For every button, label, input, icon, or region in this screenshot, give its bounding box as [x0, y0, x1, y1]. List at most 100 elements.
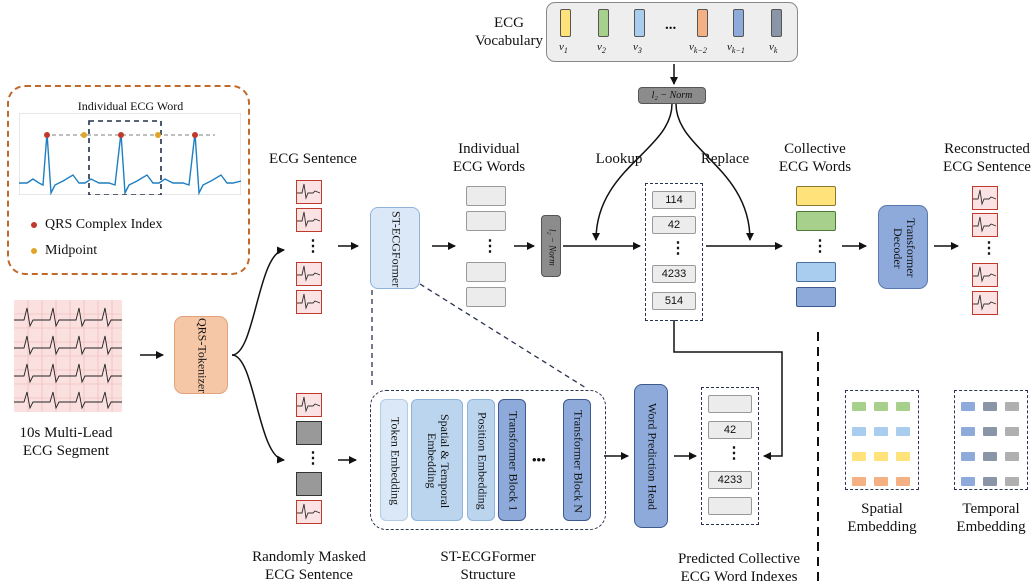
embedding-cell: [983, 427, 997, 436]
embedding-cell: [852, 477, 866, 486]
block-transformer-1: Transformer Block 1: [498, 399, 526, 521]
legend-midpoint: Midpoint: [31, 243, 97, 259]
legend-midpoint-dot: [31, 247, 37, 254]
vocab-item-k: [771, 9, 782, 37]
predicted-token-42: 42: [708, 421, 752, 439]
block-spatial-temporal-label: Spatial & Temporal Embedding: [425, 413, 452, 509]
masked-thumb-1: [296, 393, 322, 417]
inset-title: Individual ECG Word: [77, 99, 184, 113]
embedding-cell: [961, 477, 975, 486]
spatial-embedding-panel: [845, 390, 919, 490]
st-ecgformer-label: ST-ECGFormer: [389, 210, 404, 288]
word-prediction-head-label: Word Prediction Head: [645, 403, 660, 511]
transformer-decoder: Transformer Decoder: [878, 205, 928, 289]
sentence-thumb-4: [296, 290, 322, 314]
block-token-embedding-label: Token Embedding: [388, 416, 403, 506]
masked-ellipsis: ⋮: [305, 450, 321, 467]
predicted-ellipsis: ⋮: [726, 445, 742, 462]
ecg-sentence-label: ECG Sentence: [269, 151, 357, 167]
embedding-cell: [961, 452, 975, 461]
vocab-sub-k-2: vk−2: [689, 41, 707, 56]
embedding-cell: [983, 477, 997, 486]
individual-word-3: [466, 262, 506, 282]
structure-panel: [370, 390, 606, 530]
index-ellipsis: ⋮: [670, 240, 686, 257]
index-token-42: 42: [652, 216, 696, 234]
individual-words-ellipsis: ⋮: [482, 238, 498, 255]
vocab-item-k-1: [733, 9, 744, 37]
embedding-cell: [1005, 477, 1019, 486]
vocab-sub-3: v3: [633, 41, 642, 56]
norm-middle-label: l₂ − Norm: [547, 228, 558, 266]
embedding-cell: [852, 402, 866, 411]
sentence-ellipsis: ⋮: [305, 238, 321, 255]
block-position-embedding-label: Position Embedding: [475, 412, 490, 510]
arrow-replace-curve: [675, 103, 754, 241]
block-transformer-1-label: Transformer Block 1: [506, 410, 521, 512]
embedding-cell: [874, 452, 888, 461]
zoom-line-right: [419, 283, 587, 389]
embedding-cell: [1005, 452, 1019, 461]
predicted-token-4: [708, 497, 752, 515]
inset-ecg-trace: [19, 113, 241, 195]
embedding-cell: [852, 427, 866, 436]
multi-lead-ecg-image: [14, 300, 122, 412]
predicted-token-panel: [701, 387, 759, 525]
masked-thumb-3: [296, 472, 322, 496]
embedding-cell: [1005, 402, 1019, 411]
block-transformer-n: Transformer Block N: [563, 399, 591, 521]
sentence-thumb-1: [296, 180, 322, 204]
sentence-thumb-3: [296, 262, 322, 286]
vocab-item-2: [598, 9, 609, 37]
masked-thumb-4: [296, 500, 322, 524]
tokenizer-label: QRS-Tokenizer: [195, 318, 210, 394]
index-token-514: 514: [652, 292, 696, 310]
lookup-label: Lookup: [595, 151, 643, 167]
embedding-cell: [983, 452, 997, 461]
collective-word-yellow: [796, 186, 836, 206]
recon-thumb-1: [972, 186, 998, 210]
replace-label: Replace: [700, 151, 750, 167]
recon-thumb-2: [972, 213, 998, 237]
ecg-word-inset: Individual ECG Word QRS Complex Index Mi…: [7, 85, 250, 275]
qrs-tokenizer: QRS-Tokenizer: [174, 316, 228, 394]
embedding-cell: [896, 452, 910, 461]
temporal-embedding-panel: [954, 390, 1028, 490]
predicted-token-4233: 4233: [708, 471, 752, 489]
block-position-embedding: Position Embedding: [467, 399, 495, 521]
vocab-item-k-2: [697, 9, 708, 37]
sentence-thumb-2: [296, 208, 322, 232]
vocab-sub-k-1: vk−1: [727, 41, 745, 56]
collective-word-green: [796, 211, 836, 231]
vocab-sub-2: v2: [597, 41, 606, 56]
arrow-tokenizer-to-sentence: [231, 246, 285, 356]
embedding-cell: [961, 402, 975, 411]
recon-ellipsis: ⋮: [981, 240, 997, 257]
recon-thumb-3: [972, 263, 998, 287]
vocab-sub-1: v1: [559, 41, 568, 56]
vocabulary-panel: ... v1 v2 v3 vk−2 vk−1 vk: [546, 2, 798, 62]
block-transformer-n-label: Transformer Block N: [571, 409, 586, 513]
word-prediction-head: Word Prediction Head: [634, 384, 668, 528]
masked-thumb-2: [296, 421, 322, 445]
embedding-cell: [874, 427, 888, 436]
arrow-tokenizer-to-masked: [231, 354, 285, 464]
vocab-item-1: [560, 9, 571, 37]
collective-word-blue: [796, 287, 836, 307]
block-spatial-temporal: Spatial & Temporal Embedding: [411, 399, 463, 521]
block-token-embedding: Token Embedding: [380, 399, 408, 521]
structure-ellipsis: •••: [532, 452, 546, 467]
vocab-sub-k: vk: [769, 41, 778, 56]
recon-thumb-4: [972, 291, 998, 315]
embedding-cell: [874, 402, 888, 411]
st-ecgformer: ST-ECGFormer: [370, 207, 420, 289]
